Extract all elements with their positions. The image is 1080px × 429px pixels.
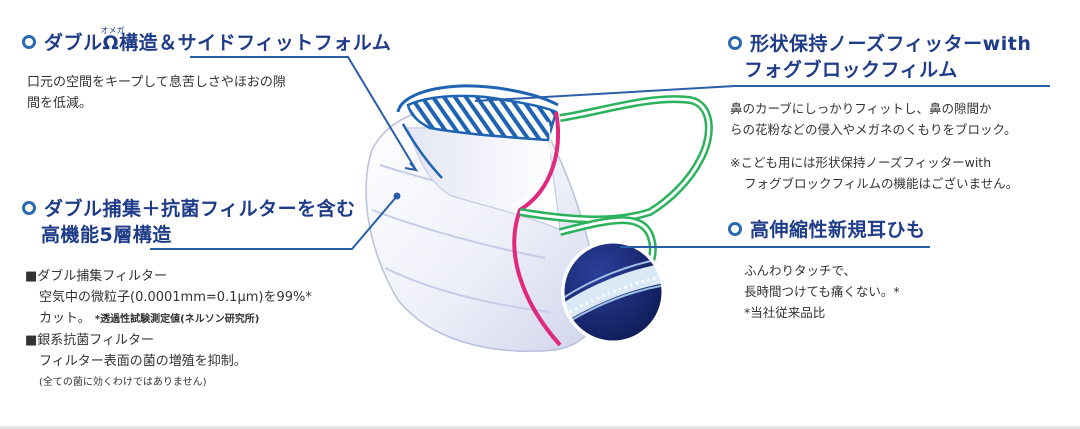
- filter-title: ダブル捕集＋抗菌フィルターを含む 高機能5層構造: [22, 196, 356, 248]
- ear-loop-footnote: *当社従来品比: [744, 305, 826, 320]
- nose-fitter-description: 鼻のカーブにしっかりフィットし、鼻の隙間か らの花粉などの侵入やメガネのくもりを…: [730, 101, 1017, 137]
- ear-loop-description: ふんわりタッチで、 長時間つけても痛くない。* *当社従来品比: [744, 260, 900, 323]
- bullet-icon: [22, 34, 36, 49]
- filter-disclaimer: (全ての菌に効くわけではありません): [39, 377, 207, 388]
- bullet-icon: [728, 221, 742, 236]
- mask-edge-magenta: [512, 111, 562, 347]
- mask-pleat-middle: [371, 209, 546, 259]
- filter-description: ■ダブル捕集フィルター 空気中の微粒子(0.0001mm=0.1μm)を99%*…: [25, 266, 312, 393]
- filter-item-heading: ■ダブル捕集フィルター: [25, 269, 168, 284]
- filter-footnote: *透過性試験測定値(ネルソン研究所): [94, 314, 260, 325]
- omega-title-suffix: 構造＆サイドフィットフォルム: [119, 32, 392, 54]
- nose-fitter-hatch: [406, 94, 558, 142]
- mask-edge-magenta-inner: [513, 121, 551, 206]
- ear-loop-title: 高伸縮性新規耳ひも: [728, 217, 926, 243]
- leader-omega: [190, 56, 417, 171]
- leader-filter: [150, 195, 398, 250]
- nose-fitter-lower-edge: [401, 123, 443, 179]
- omega-structure-description: 口元の空間をキープして息苦しさやほおの隙 間を低減。: [27, 75, 286, 111]
- nose-fitter-note: ※こども用には形状保持ノーズフィッターwith フォグブロックフィルムの機能はご…: [730, 155, 1019, 191]
- leader-filter-dot: [393, 192, 401, 200]
- filter-cross-section: [561, 240, 665, 344]
- mask-pleat-lower: [384, 267, 551, 313]
- leader-nose: [474, 85, 1050, 102]
- bullet-icon: [728, 35, 742, 50]
- filter-item-heading: ■銀系抗菌フィルター: [25, 333, 155, 348]
- leader-omega-tip: [404, 162, 419, 172]
- omega-ruby: オメガ: [100, 26, 125, 35]
- bottom-divider: [0, 426, 1080, 429]
- bullet-icon: [22, 200, 36, 215]
- omega-title-prefix: ダブル: [44, 32, 103, 54]
- nose-fitter-title: 形状保持ノーズフィッターwith フォグブロックフィルム: [728, 31, 1031, 83]
